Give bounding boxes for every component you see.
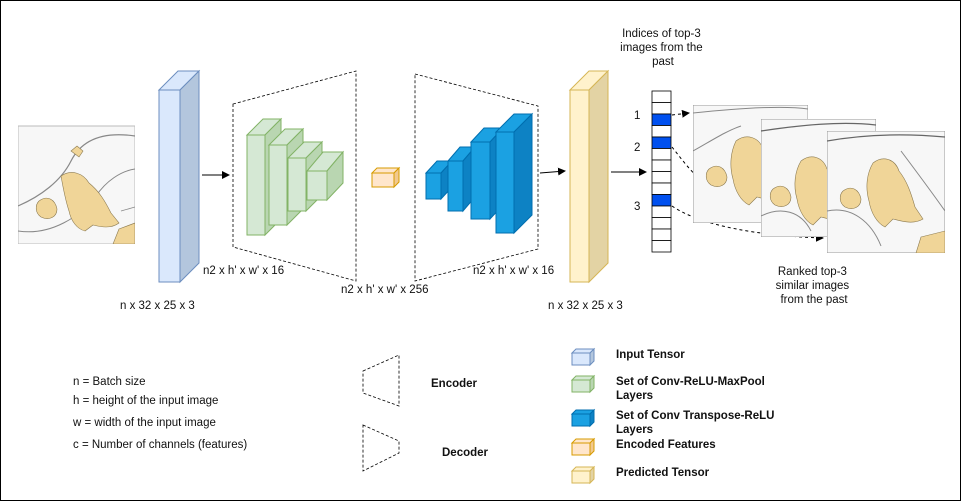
legend-item-input_tensor: Input Tensor: [570, 347, 685, 367]
ranked-label: Ranked top-3 similar images from the pas…: [776, 266, 853, 306]
indices-title: Indices of top-3 images from the past: [620, 28, 706, 68]
legend-item-predicted: Predicted Tensor: [570, 465, 710, 485]
encoder-conv-layers: [245, 117, 345, 237]
index-cell-highlighted: [651, 113, 672, 126]
legend-label: Encoded Features: [616, 439, 716, 451]
definition-c: c = Number of channels (features): [73, 439, 247, 451]
predicted-tensor-block: [568, 69, 610, 284]
decoder-legend-shape: [362, 424, 400, 472]
index-cell: [651, 148, 672, 161]
index-cell: [651, 102, 672, 115]
encoder-legend-shape: [362, 354, 400, 407]
decoder-conv-transpose-layers: [424, 112, 534, 235]
input-weather-map: [18, 126, 135, 244]
input-tensor-front: [158, 89, 181, 283]
legend-item-encoded: Encoded Features: [570, 437, 716, 457]
index-3-label: 3: [634, 201, 640, 213]
input-tensor-block: [157, 69, 201, 284]
ranked-image-3: [827, 131, 945, 253]
input-dims-label: n x 32 x 25 x 3: [120, 300, 195, 312]
index-cell-highlighted: [651, 136, 672, 149]
encoded-features-block: [370, 166, 401, 189]
legend-label: Predicted Tensor: [616, 467, 710, 479]
index-2-label: 2: [634, 142, 640, 154]
decoder-dims-label: n2 x h' x w' x 16: [473, 265, 554, 277]
legend-label: Input Tensor: [616, 349, 685, 361]
arrow-decoder-to-output: [539, 167, 566, 176]
index-cell: [651, 90, 672, 103]
index-cell: [651, 228, 672, 241]
index-cell: [651, 182, 672, 195]
encoded-dims-label: n2 x h' x w' x 256: [341, 284, 429, 296]
definition-n: n = Batch size: [73, 376, 146, 388]
index-cell: [651, 171, 672, 184]
encoder-trapezoid: [232, 70, 357, 282]
input-tensor-side: [179, 69, 200, 284]
definition-w: w = width of the input image: [72, 417, 216, 429]
encoder-legend-label: Encoder: [431, 378, 478, 390]
arrow-index-1: [671, 109, 690, 118]
definition-h: h = height of the input image: [73, 395, 218, 407]
index-cell: [651, 217, 672, 230]
decoder-trapezoid: [414, 73, 539, 282]
encoder-dims-label: n2 x h' x w' x 16: [203, 265, 284, 277]
index-cell-highlighted: [651, 194, 672, 207]
legend-swatch: [571, 442, 591, 456]
index-cell: [651, 125, 672, 138]
index-cell: [651, 240, 672, 253]
index-column: [651, 90, 672, 253]
legend-swatch: [571, 413, 591, 427]
index-1-label: 1: [634, 110, 640, 122]
legend-swatch: [571, 470, 591, 484]
legend-swatch: [571, 379, 591, 393]
index-cell: [651, 159, 672, 172]
legend-swatch: [571, 352, 591, 366]
index-cell: [651, 205, 672, 218]
decoder-legend-label: Decoder: [442, 447, 489, 459]
output-dims-label: n x 32 x 25 x 3: [548, 300, 623, 312]
